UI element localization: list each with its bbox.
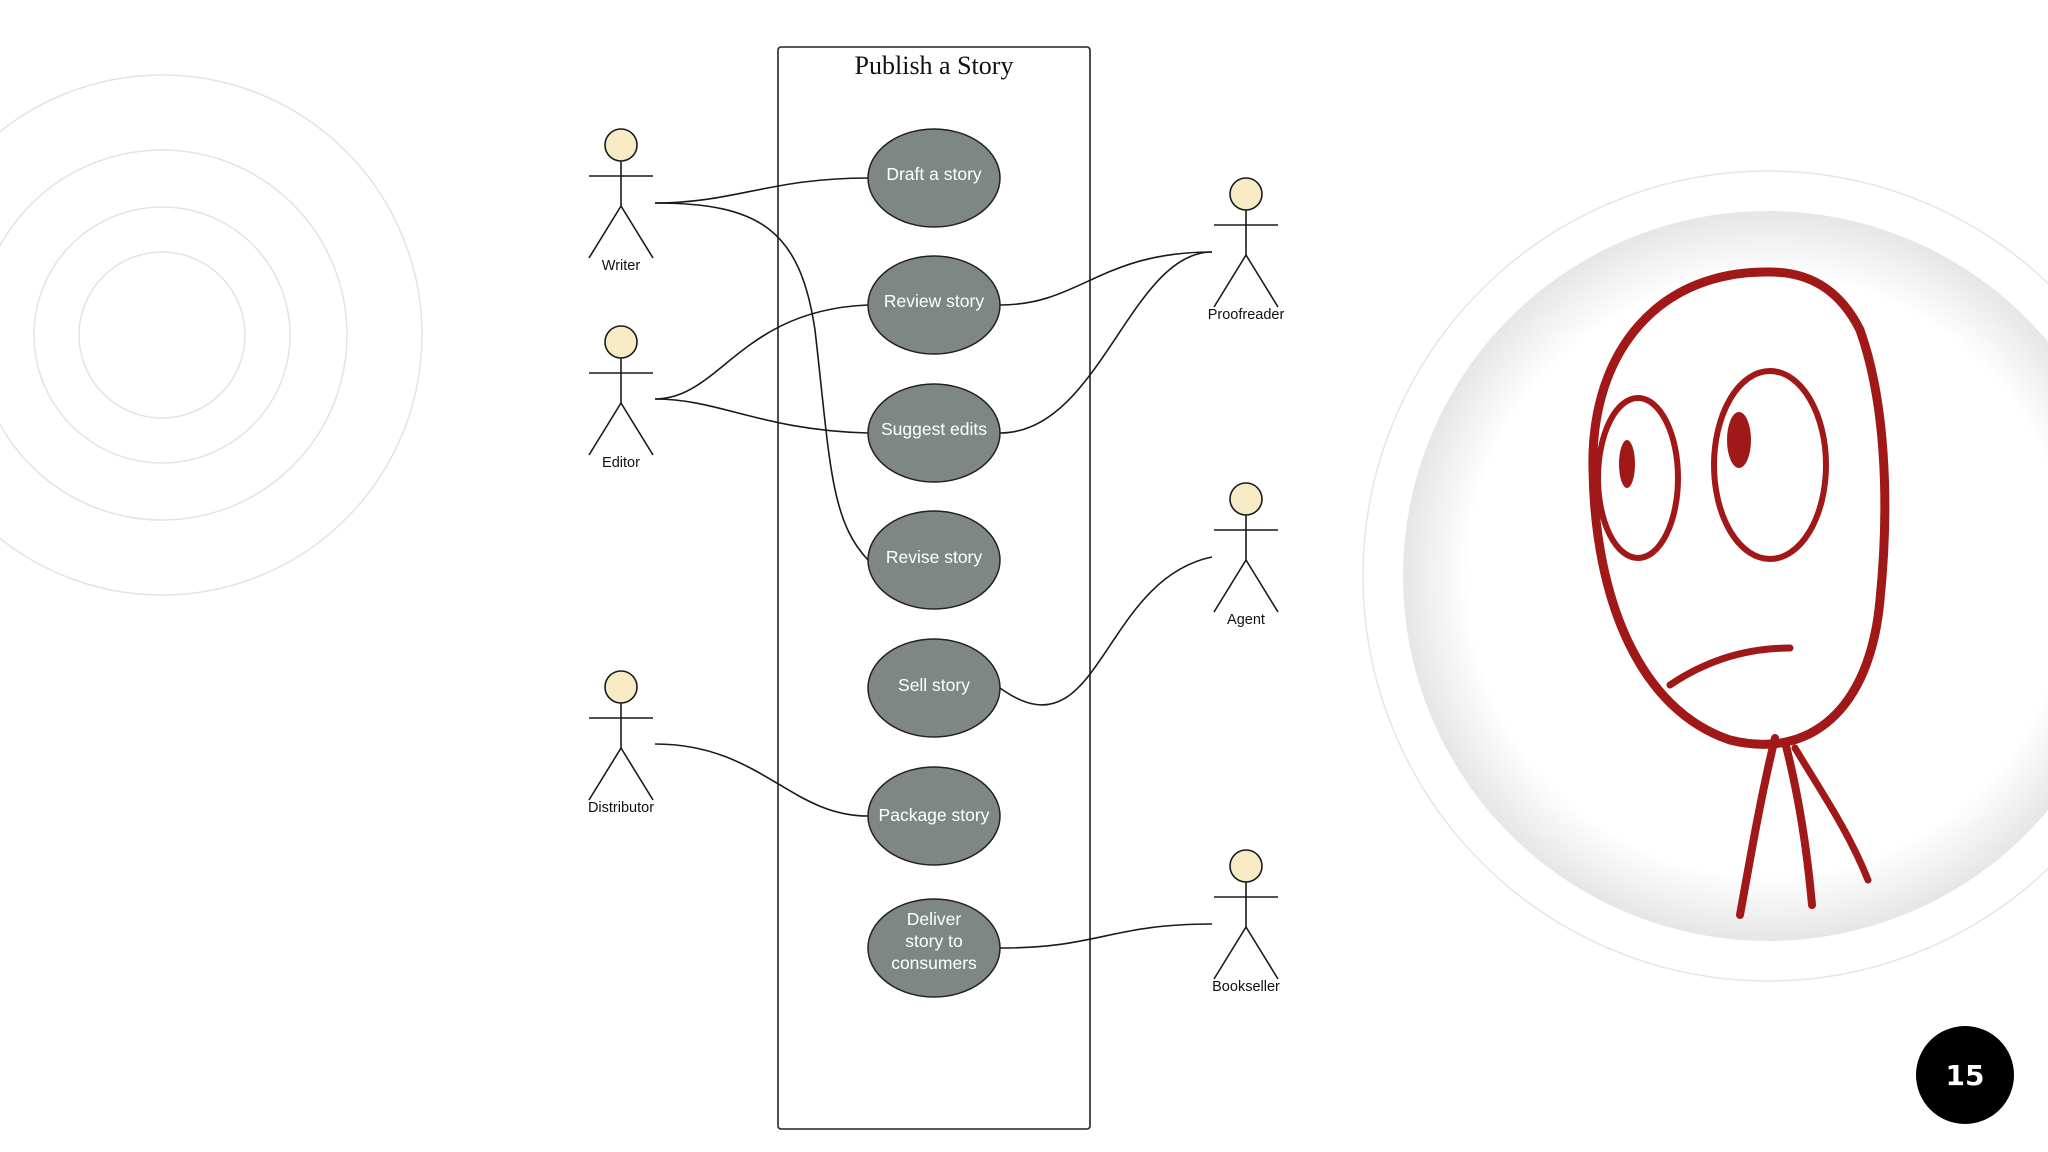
worried-stick-figure-face-icon [1362, 170, 2048, 982]
actor-head-icon [604, 128, 638, 162]
actor-head-icon [604, 670, 638, 704]
use-case-label: Revise story [886, 547, 983, 567]
actor-label-distributor: Distributor [588, 800, 654, 816]
assoc-editor-suggest [654, 398, 869, 434]
actor-bookseller [1213, 849, 1279, 980]
diagram-title: Publish a Story [855, 51, 1014, 80]
use-case-package: Package story [867, 766, 1001, 866]
assoc-bookseller-deliver [999, 923, 1213, 949]
actor-head-icon [604, 325, 638, 359]
use-case-label: Sell story [898, 675, 970, 695]
actor-agent [1213, 482, 1279, 613]
use-case-draft: Draft a story [867, 128, 1001, 228]
actor-writer [588, 128, 654, 259]
actor-proofreader [1213, 177, 1279, 308]
use-case-revise: Revise story [867, 510, 1001, 610]
use-case-deliver: Deliver story to consumers [867, 898, 1001, 998]
use-case-label: Review story [884, 291, 984, 311]
association-lines [654, 177, 1213, 949]
use-case-sell: Sell story [867, 638, 1001, 738]
actor-label-proofreader: Proofreader [1208, 307, 1285, 323]
svg-text:Sell story: Sell story [898, 675, 970, 695]
actor-editor [588, 325, 654, 456]
actor-distributor [588, 670, 654, 801]
use-case-suggest: Suggest edits [867, 383, 1001, 483]
assoc-proofreader-suggest [999, 251, 1213, 434]
assoc-distributor-package [654, 743, 869, 817]
actor-label-writer: Writer [602, 258, 641, 274]
svg-text:story to: story to [905, 931, 962, 951]
actor-label-editor: Editor [602, 455, 640, 471]
assoc-writer-draft [654, 177, 869, 204]
assoc-agent-sell [999, 556, 1213, 706]
svg-text:consumers: consumers [891, 953, 977, 973]
assoc-editor-review [654, 304, 869, 400]
svg-text:Package story: Package story [879, 805, 990, 825]
use-case-label: consumers [891, 953, 977, 973]
svg-text:Review story: Review story [884, 291, 984, 311]
use-case-label: story to [905, 931, 962, 951]
system-boundary [777, 46, 1091, 1130]
page-number: 15 [1945, 1058, 1985, 1092]
actor-head-icon [1229, 177, 1263, 211]
use-case-label: Deliver [907, 909, 962, 929]
svg-text:Draft a story: Draft a story [886, 164, 982, 184]
actor-head-icon [1229, 482, 1263, 516]
use-case-label: Package story [879, 805, 990, 825]
page-number-badge: 15 [1916, 1026, 2014, 1124]
assoc-proofreader-review [999, 251, 1213, 306]
svg-text:Suggest edits: Suggest edits [881, 419, 987, 439]
decorative-rings-left [0, 74, 423, 596]
svg-text:Deliver: Deliver [907, 909, 962, 929]
use-case-label: Suggest edits [881, 419, 987, 439]
assoc-writer-revise [654, 202, 869, 561]
svg-text:Revise story: Revise story [886, 547, 983, 567]
use-case-review: Review story [867, 255, 1001, 355]
use-case-label: Draft a story [886, 164, 982, 184]
actor-label-bookseller: Bookseller [1212, 979, 1280, 995]
actor-label-agent: Agent [1227, 612, 1265, 628]
actor-head-icon [1229, 849, 1263, 883]
